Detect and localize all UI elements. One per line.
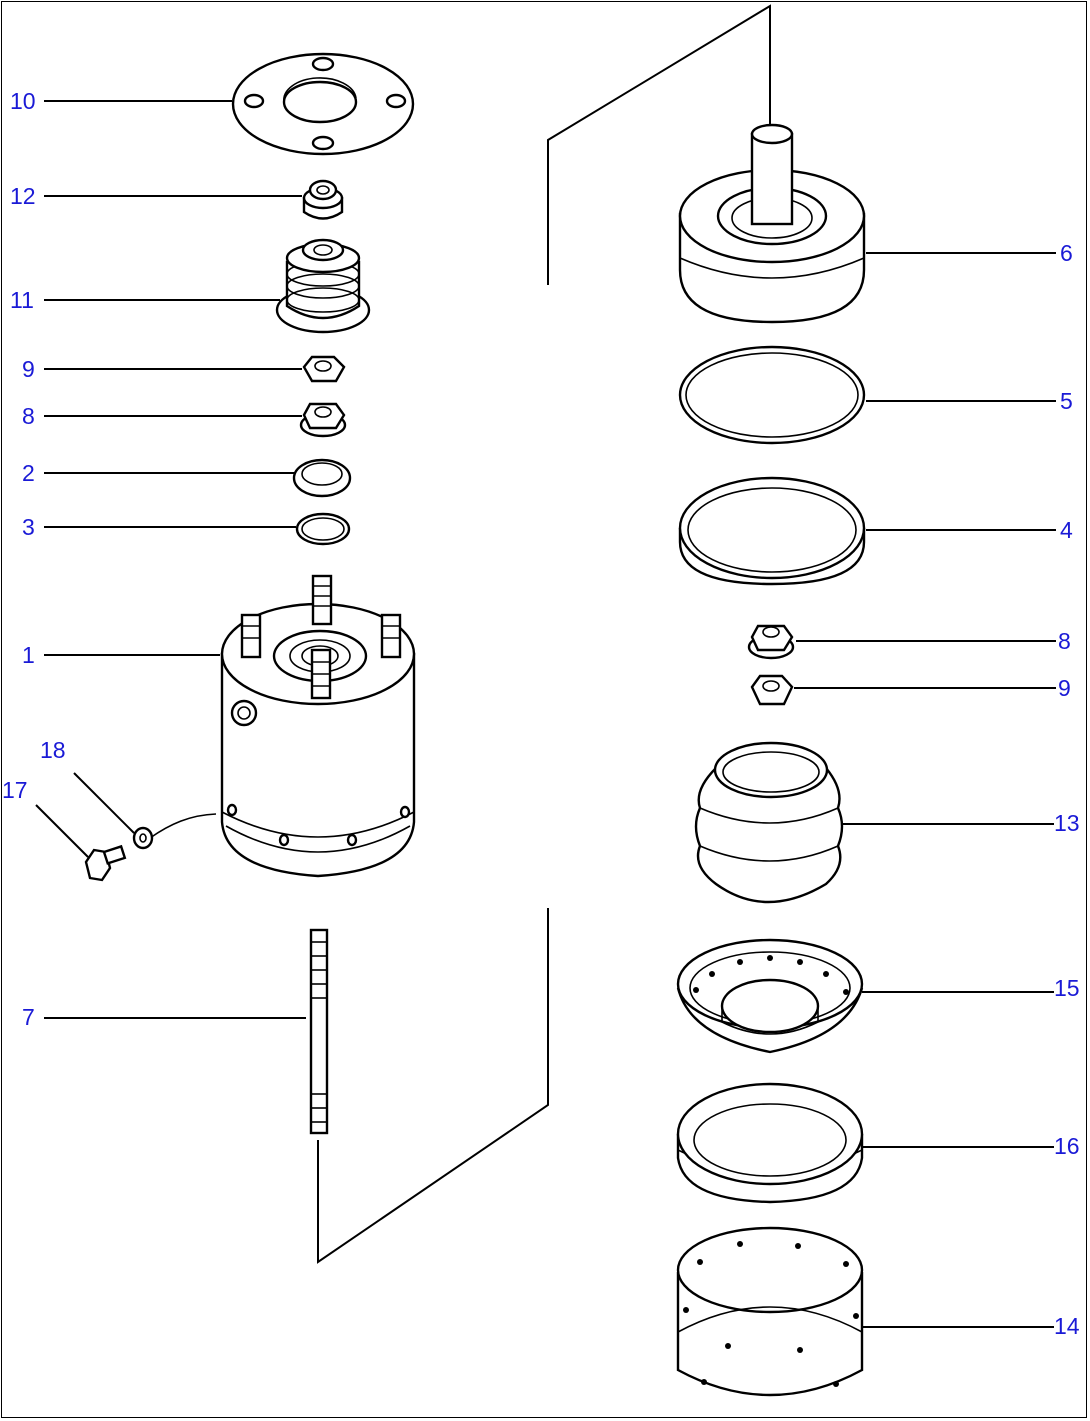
- callout-8-right: 8: [1058, 628, 1071, 654]
- part-4-ring: [678, 476, 866, 586]
- callout-1: 1: [22, 642, 35, 668]
- part-12-fitting: [302, 179, 344, 220]
- part-10-flange-plate: [231, 52, 415, 156]
- callout-14: 14: [1054, 1313, 1080, 1339]
- callout-11: 11: [10, 287, 34, 313]
- callout-8-left: 8: [22, 403, 35, 429]
- callout-10: 10: [10, 88, 36, 114]
- leader-18-hose: [149, 813, 217, 839]
- callout-5: 5: [1060, 388, 1073, 414]
- part-7-stud: [309, 928, 329, 1135]
- part-5-oring: [678, 345, 866, 445]
- part-6-piston: [678, 123, 866, 324]
- assembly-connector-bottom: [317, 908, 549, 1264]
- callout-4: 4: [1060, 517, 1073, 543]
- callout-18: 18: [40, 737, 66, 763]
- callout-3: 3: [22, 514, 35, 540]
- part-13-bellows: [694, 741, 844, 904]
- part-2-ring: [292, 458, 352, 498]
- part-14-sleeve: [676, 1226, 864, 1397]
- callout-17: 17: [2, 777, 28, 803]
- part-8-nut-left: [299, 402, 347, 438]
- callout-2: 2: [22, 460, 35, 486]
- part-9-nut-left: [302, 355, 346, 383]
- part-16-ring: [676, 1082, 864, 1204]
- callout-13: 13: [1054, 810, 1080, 836]
- leader-17: [35, 804, 89, 858]
- part-3-oring: [295, 512, 351, 546]
- part-11-valve-body: [275, 238, 371, 334]
- part-15-cup: [676, 938, 864, 1054]
- callout-9-right: 9: [1058, 675, 1071, 701]
- part-17-bolt: [84, 844, 127, 882]
- callout-16: 16: [1054, 1133, 1080, 1159]
- part-8-nut-right: [747, 624, 795, 660]
- assembly-connector-top: [547, 4, 771, 285]
- part-18-washer: [132, 826, 154, 850]
- part-9-nut-right: [750, 674, 794, 706]
- leader-18: [73, 772, 135, 834]
- callout-15: 15: [1054, 975, 1080, 1001]
- part-1-housing: [220, 574, 416, 878]
- callout-7: 7: [22, 1004, 35, 1030]
- callout-12: 12: [10, 183, 36, 209]
- callout-9-left: 9: [22, 356, 35, 382]
- callout-6: 6: [1060, 240, 1073, 266]
